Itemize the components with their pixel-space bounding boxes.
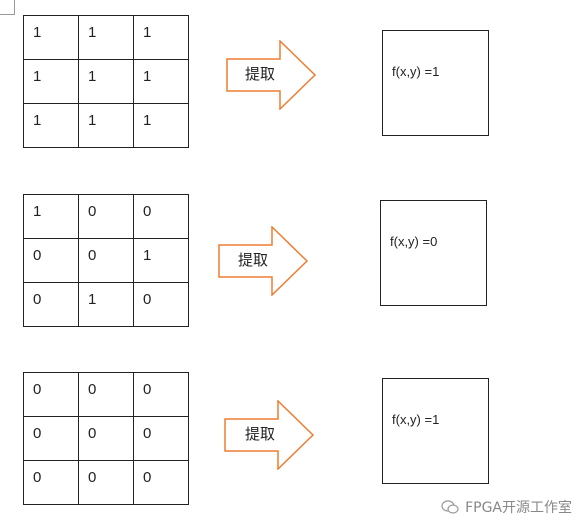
- matrix-cell: 1: [133, 59, 189, 104]
- matrix-cell: 0: [133, 372, 189, 417]
- matrix-cell: 1: [23, 103, 79, 148]
- result-box-1: f(x,y) =1: [382, 30, 489, 136]
- result-value: f(x,y) =1: [392, 412, 440, 427]
- matrix-cell: 1: [23, 15, 79, 60]
- result-value: f(x,y) =1: [392, 64, 440, 79]
- matrix-cell: 0: [23, 372, 79, 417]
- matrix-cell: 1: [133, 238, 189, 283]
- result-box-2: f(x,y) =0: [380, 200, 487, 306]
- matrix-cell: 1: [133, 103, 189, 148]
- matrix-cell: 1: [78, 15, 134, 60]
- matrix-cell: 0: [78, 194, 134, 239]
- matrix-cell: 0: [23, 460, 79, 505]
- matrix-cell: 0: [78, 372, 134, 417]
- arrow-right-icon: [218, 226, 309, 296]
- arrow-label: 提取: [238, 251, 269, 269]
- matrix-cell: 1: [133, 15, 189, 60]
- matrix-cell: 0: [133, 282, 189, 327]
- matrix-cell: 1: [78, 282, 134, 327]
- arrow-right-icon: [226, 40, 317, 110]
- matrix-cell: 0: [78, 416, 134, 461]
- matrix-cell: 0: [23, 238, 79, 283]
- matrix-cell: 0: [133, 416, 189, 461]
- arrow-right-icon: [224, 400, 315, 470]
- matrix-grid-2: 1 0 0 0 0 1 0 1 0: [23, 194, 189, 327]
- matrix-cell: 0: [133, 460, 189, 505]
- matrix-cell: 0: [78, 238, 134, 283]
- wechat-icon: [441, 500, 459, 514]
- matrix-cell: 0: [23, 416, 79, 461]
- arrow-label: 提取: [245, 65, 276, 83]
- arrow-label: 提取: [245, 425, 276, 443]
- watermark-text: FPGA开源工作室: [465, 500, 572, 516]
- matrix-cell: 0: [78, 460, 134, 505]
- result-box-3: f(x,y) =1: [382, 378, 489, 484]
- matrix-cell: 1: [23, 59, 79, 104]
- result-value: f(x,y) =0: [390, 234, 438, 249]
- page-corner-mark: [0, 0, 15, 15]
- matrix-grid-3: 0 0 0 0 0 0 0 0 0: [23, 372, 189, 505]
- matrix-cell: 1: [23, 194, 79, 239]
- matrix-grid-1: 1 1 1 1 1 1 1 1 1: [23, 15, 189, 148]
- watermark: FPGA开源工作室: [441, 497, 572, 517]
- matrix-cell: 1: [78, 103, 134, 148]
- matrix-cell: 1: [78, 59, 134, 104]
- matrix-cell: 0: [23, 282, 79, 327]
- matrix-cell: 0: [133, 194, 189, 239]
